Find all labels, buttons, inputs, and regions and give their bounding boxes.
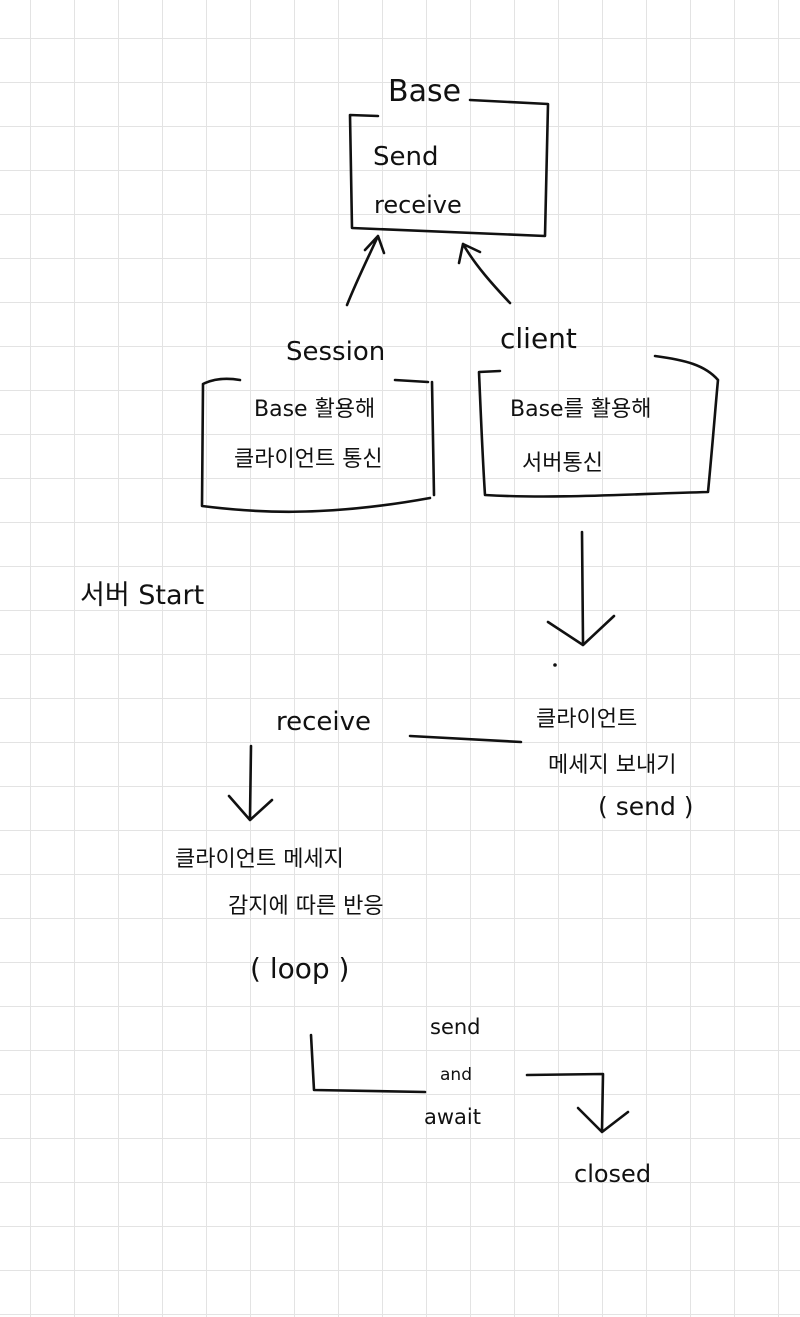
- server-start-label: 서버 Start: [80, 580, 204, 611]
- loop-bracket: [309, 1033, 427, 1094]
- session-inherit-arrow: [345, 234, 386, 307]
- client-title: client: [500, 322, 577, 355]
- reaction-line2: 감지에 따른 반응: [228, 894, 384, 919]
- session-box-outline: [200, 377, 436, 514]
- reaction-line3: ( loop ): [250, 952, 349, 985]
- closed-arrow: [525, 1072, 630, 1134]
- session-line2: 클라이언트 통신: [234, 447, 383, 472]
- session-line1: Base 활용해: [254, 397, 375, 422]
- client-line1: Base를 활용해: [510, 397, 652, 422]
- base-receive: receive: [374, 191, 462, 219]
- session-box: Session Base 활용해 클라이언트 통신: [200, 337, 436, 514]
- client-send-line1: 클라이언트: [536, 707, 637, 732]
- closed-label: closed: [574, 1160, 651, 1188]
- base-title: Base: [388, 74, 461, 109]
- receive-down-arrow: [227, 744, 274, 822]
- reaction-line1: 클라이언트 메세지: [175, 847, 344, 872]
- client-send-line2: 메세지 보내기: [548, 753, 676, 778]
- base-send: Send: [373, 142, 438, 172]
- session-title: Session: [286, 337, 385, 367]
- receive-label: receive: [276, 707, 371, 737]
- send-and-await-line3: await: [424, 1105, 481, 1129]
- client-down-arrow: [546, 530, 616, 647]
- receive-connector-line: [408, 734, 523, 744]
- client-send-line3: ( send ): [598, 792, 694, 821]
- client-line2: 서버통신: [522, 451, 603, 476]
- send-and-await-line1: send: [430, 1015, 481, 1039]
- client-inherit-arrow: [457, 242, 512, 305]
- base-box: Base Send receive: [348, 74, 550, 238]
- client-box-outline: [477, 354, 720, 498]
- client-box: client Base를 활용해 서버통신: [477, 322, 720, 498]
- base-box-outline: [348, 98, 550, 238]
- send-and-await-line2: and: [440, 1065, 472, 1085]
- ink-dot: [553, 663, 557, 667]
